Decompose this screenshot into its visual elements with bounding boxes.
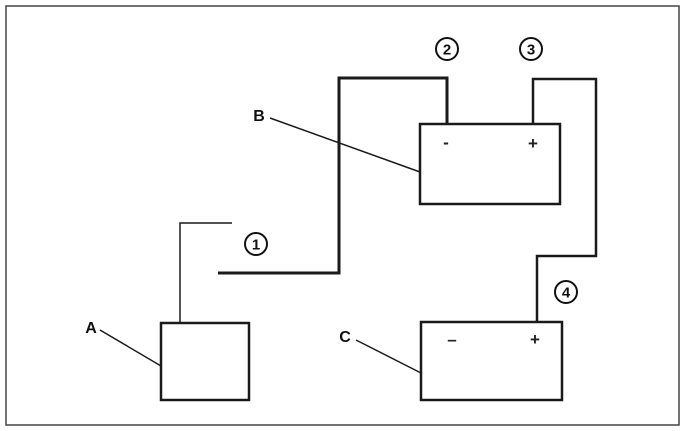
callout-4-circle: [554, 280, 578, 304]
battery-b: [418, 122, 562, 206]
component-a: [159, 321, 251, 402]
battery-b-positive-terminal: +: [528, 134, 538, 153]
ground-wire-a: [179, 222, 232, 323]
leader-b: [269, 117, 421, 173]
callout-3-number: 3: [527, 42, 535, 59]
battery-c: [419, 320, 564, 402]
label-b: B: [253, 108, 265, 125]
callout-4-number: 4: [562, 285, 571, 302]
callout-4: 4: [554, 280, 578, 304]
cable-2-negative: [218, 76, 449, 275]
battery-b-negative-terminal: -: [443, 133, 449, 152]
callout-1: 1: [244, 232, 268, 256]
callout-1-number: 1: [252, 237, 260, 254]
diagram-frame: [5, 5, 680, 426]
leader-a: [99, 329, 162, 367]
callout-2-circle: [435, 37, 459, 61]
callout-2-number: 2: [443, 42, 451, 59]
battery-c-positive-terminal: +: [530, 330, 540, 349]
leader-c: [355, 339, 422, 374]
battery-c-negative-terminal: –: [447, 330, 456, 349]
callout-1-circle: [244, 232, 268, 256]
cable-3-positive: [531, 77, 598, 322]
callout-3-circle: [519, 37, 543, 61]
callout-3: 3: [519, 37, 543, 61]
label-a: A: [85, 320, 97, 337]
label-c: C: [339, 329, 351, 346]
callout-2: 2: [435, 37, 459, 61]
